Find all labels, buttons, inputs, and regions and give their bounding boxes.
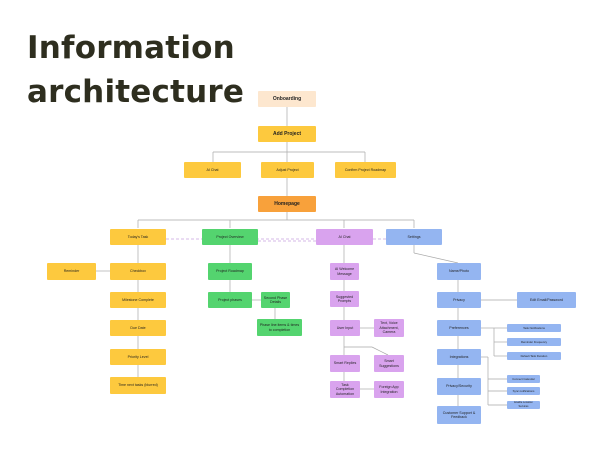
page-title-line2: architecture [27,74,245,110]
node-preferences: Preferences [437,320,481,336]
node-privacy: Privacy [437,292,481,308]
node-reminder: Reminder [47,263,96,280]
node-integrations: Integrations [437,349,481,365]
node-foreign-app: Foreign App Integration [374,381,404,398]
node-milestone-complete: Milestone Complete [110,292,166,308]
node-privacy-security: Privacy/Security [437,378,481,395]
node-todays-task: Today's Task [110,229,166,245]
node-enable-location: Enable Location Services [507,401,540,409]
node-second-phase-details: Second Phase Details [261,292,290,308]
node-user-input: User Input [330,320,360,336]
node-settings: Settings [386,229,442,245]
node-project-roadmap: Project Roadmap [208,263,252,280]
node-adjust-project: Adjust Project [261,162,314,178]
node-ai-chat-top: AI Chat [184,162,241,178]
node-task-completion: Task Completion Automation [330,381,360,398]
node-sync-notifications: Sync notifications [507,387,540,395]
node-reminder-frequency: Reminder Frequency [507,338,561,346]
node-project-phases: Project phases [208,292,252,308]
node-ai-welcome: AI Welcome Message [330,263,359,280]
node-confirm-roadmap: Confirm Project Roadmap [335,162,396,178]
node-priority-level: Priority Level [110,349,166,365]
node-task-notifications: Task Notifications [507,324,561,332]
node-add-project: Add Project [258,126,316,142]
page-title: Information architecture [27,26,244,114]
node-edit-email: Edit Email/Password [517,292,576,308]
node-suggested-prompts: Suggested Prompts [330,291,359,307]
node-smart-replies: Smart Replies [330,355,360,372]
node-name-photo: Name/Photo [437,263,481,280]
node-phase-line-items: Phase line items & times to completion [257,319,302,336]
node-homepage: Homepage [258,196,316,212]
node-text-voice: Text, Voice Attachment, Camera [374,319,404,337]
node-connect-calendar: Connect Calendar [507,375,540,383]
node-onboarding: Onboarding [258,91,316,107]
node-project-overview: Project Overview [202,229,258,245]
node-time-next-tasks: Time next tasks (blurred) [110,377,166,394]
node-ai-chat: AI Chat [316,229,373,245]
node-due-date: Due Date [110,320,166,336]
node-default-task-duration: Default Task Duration [507,352,561,360]
node-customer-support: Customer Support & Feedback [437,406,481,424]
node-smart-suggestions: Smart Suggestions [374,355,404,372]
page-title-line1: Information [27,30,235,66]
node-checkbox: Checkbox [110,263,166,280]
